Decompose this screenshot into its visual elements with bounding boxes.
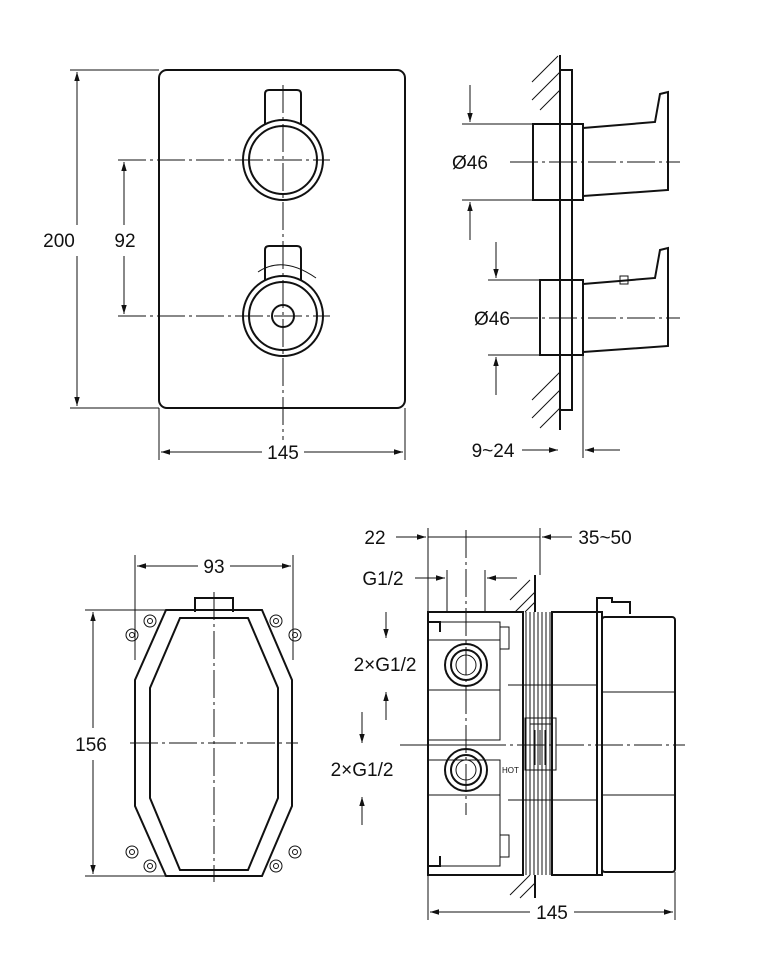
- dimension-box-height-156: 156: [75, 609, 166, 877]
- upper-handle: [242, 89, 324, 201]
- svg-text:92: 92: [114, 231, 135, 252]
- svg-text:22: 22: [364, 528, 385, 549]
- svg-text:G1/2: G1/2: [362, 569, 403, 590]
- dimension-box-width-93: 93: [134, 555, 294, 660]
- lower-handle: [242, 245, 324, 357]
- svg-text:35~50: 35~50: [578, 528, 631, 549]
- dimension-box-depth-145: 145: [427, 872, 676, 924]
- dimension-outlet-thread: G1/2: [362, 569, 517, 612]
- svg-text:156: 156: [75, 735, 107, 756]
- dimension-install-depth: 35~50: [542, 528, 632, 549]
- dimension-upper-diameter: Ø46: [452, 85, 533, 240]
- dimension-lower-ports: 2×G1/2: [331, 712, 394, 825]
- front-view-faceplate: [118, 69, 406, 440]
- box-front-view: [125, 592, 302, 882]
- dimension-height-200: 200: [43, 69, 159, 409]
- hot-label: HOT: [502, 766, 519, 775]
- dimension-depth-9-24: 9~24: [472, 355, 620, 462]
- svg-text:145: 145: [267, 443, 299, 464]
- dimension-offset-22: 22: [364, 528, 541, 612]
- svg-text:2×G1/2: 2×G1/2: [331, 760, 394, 781]
- dimension-upper-ports: 2×G1/2: [354, 612, 417, 720]
- svg-text:Ø46: Ø46: [452, 153, 488, 174]
- svg-text:Ø46: Ø46: [474, 309, 510, 330]
- svg-text:93: 93: [203, 557, 224, 578]
- svg-text:2×G1/2: 2×G1/2: [354, 655, 417, 676]
- dimension-width-145: 145: [158, 408, 406, 464]
- svg-text:145: 145: [536, 903, 568, 924]
- dimension-lower-diameter: Ø46: [474, 242, 540, 395]
- svg-text:200: 200: [43, 231, 75, 252]
- dimension-spacing-92: 92: [114, 162, 136, 314]
- side-view: [510, 55, 680, 430]
- svg-text:9~24: 9~24: [472, 441, 515, 462]
- box-side-view: HOT: [400, 530, 685, 899]
